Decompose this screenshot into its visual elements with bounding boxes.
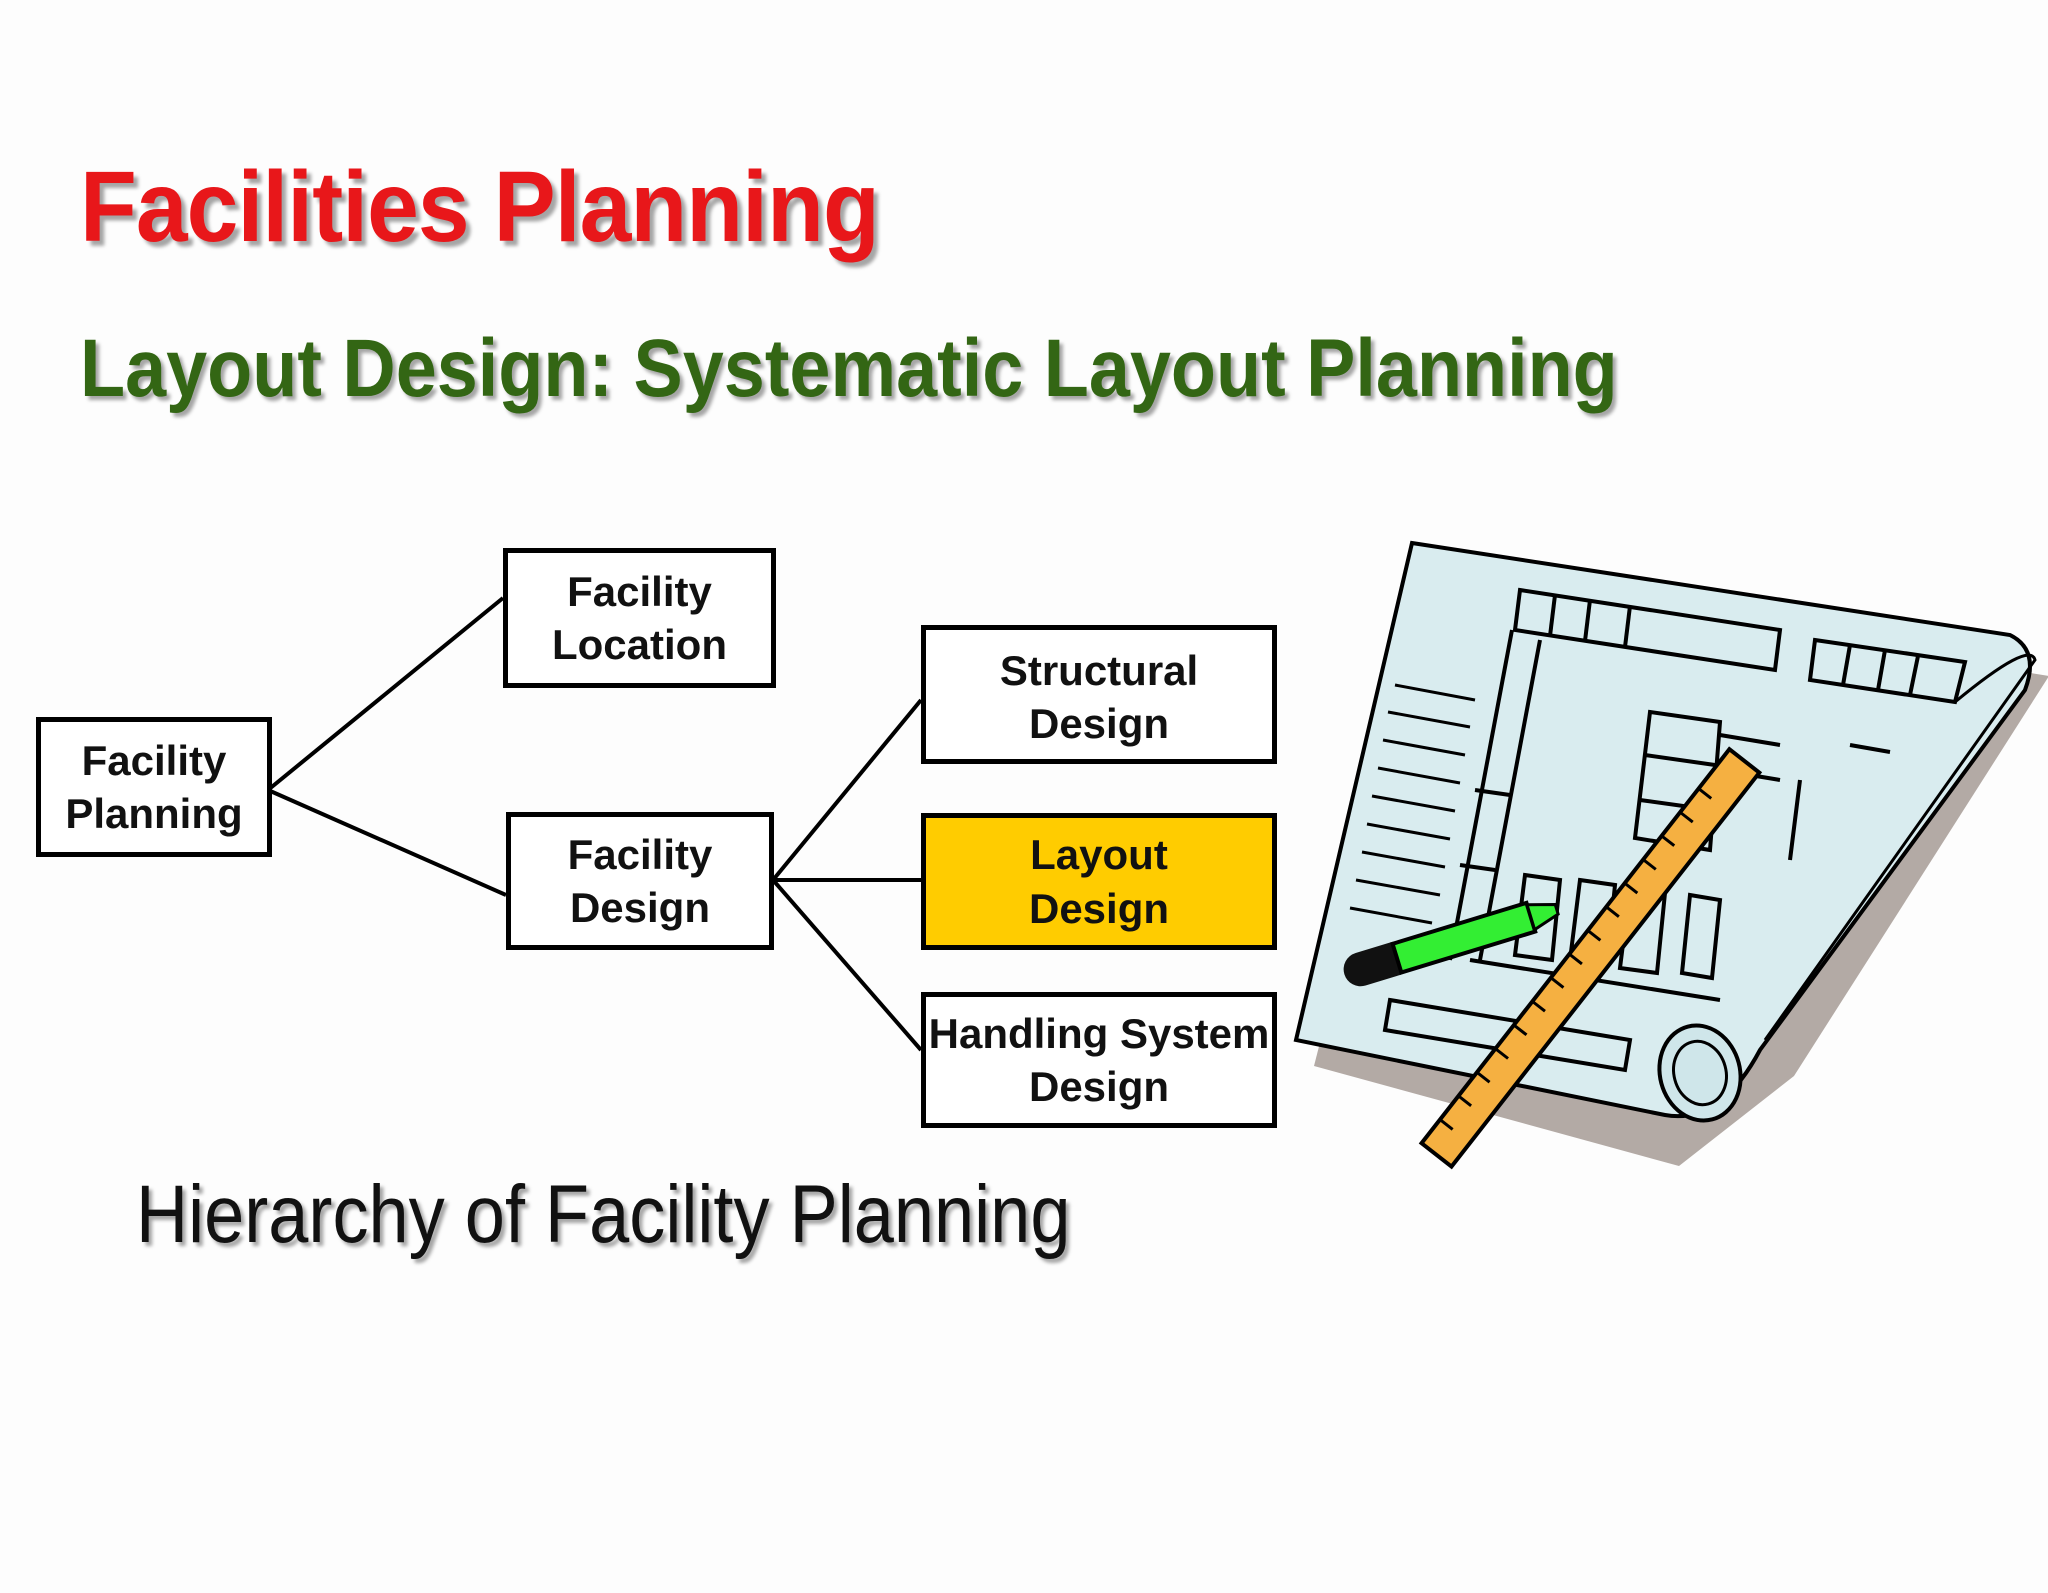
- edge-planning-location: [266, 596, 505, 792]
- node-structural-design: Structural Design: [921, 625, 1277, 764]
- page-subtitle: Layout Design: Systematic Layout Plannin…: [80, 323, 1618, 414]
- node-layout-design: Layout Design: [921, 813, 1277, 950]
- page-title: Facilities Planning: [80, 151, 880, 263]
- edge-design-structural: [771, 698, 923, 882]
- blueprint-with-ruler-and-marker-icon: [1293, 540, 2048, 1170]
- node-facility-location: Facility Location: [503, 548, 776, 688]
- edge-design-handling: [771, 878, 923, 1052]
- node-handling-system-design: Handling System Design: [921, 992, 1277, 1128]
- node-facility-planning: Facility Planning: [36, 717, 272, 857]
- edge-planning-design: [267, 788, 507, 897]
- diagram-caption: Hierarchy of Facility Planning: [136, 1169, 1071, 1260]
- node-facility-design: Facility Design: [506, 812, 774, 950]
